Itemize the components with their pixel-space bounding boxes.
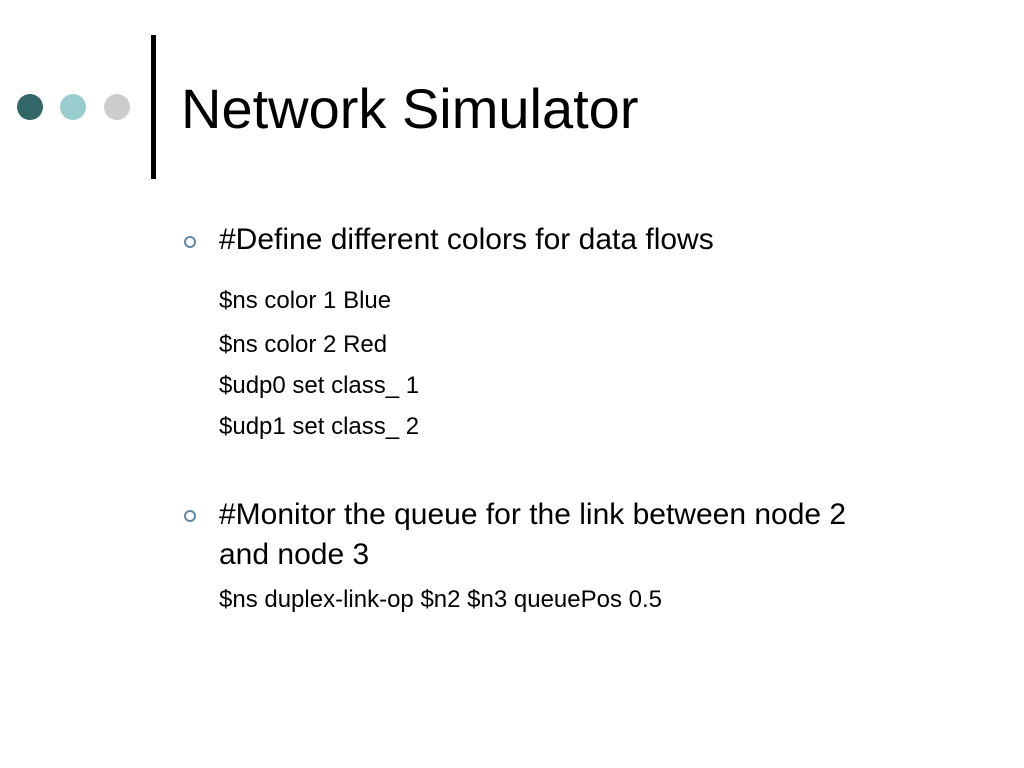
bullet-monitor-queue-line2: and node 3 <box>219 538 370 571</box>
slide-title: Network Simulator <box>181 77 639 140</box>
title-divider-bar <box>151 35 156 179</box>
bullet-circle-icon <box>184 510 196 522</box>
decorative-dot-mid <box>60 94 86 120</box>
bullet-define-colors: #Define different colors for data flows <box>219 223 714 256</box>
code-line: $ns color 2 Red <box>219 331 388 358</box>
code-line: $udp0 set class_ 1 <box>219 372 420 399</box>
bullet-circle-icon <box>184 236 196 248</box>
bullet-monitor-queue-line1: #Monitor the queue for the link between … <box>219 498 847 531</box>
code-line: $ns duplex-link-op $n2 $n3 queuePos 0.5 <box>219 586 662 613</box>
code-line: $udp1 set class_ 2 <box>219 413 420 440</box>
code-line: $ns color 1 Blue <box>219 287 392 314</box>
decorative-dot-dark <box>17 94 43 120</box>
decorative-dot-light <box>104 94 130 120</box>
